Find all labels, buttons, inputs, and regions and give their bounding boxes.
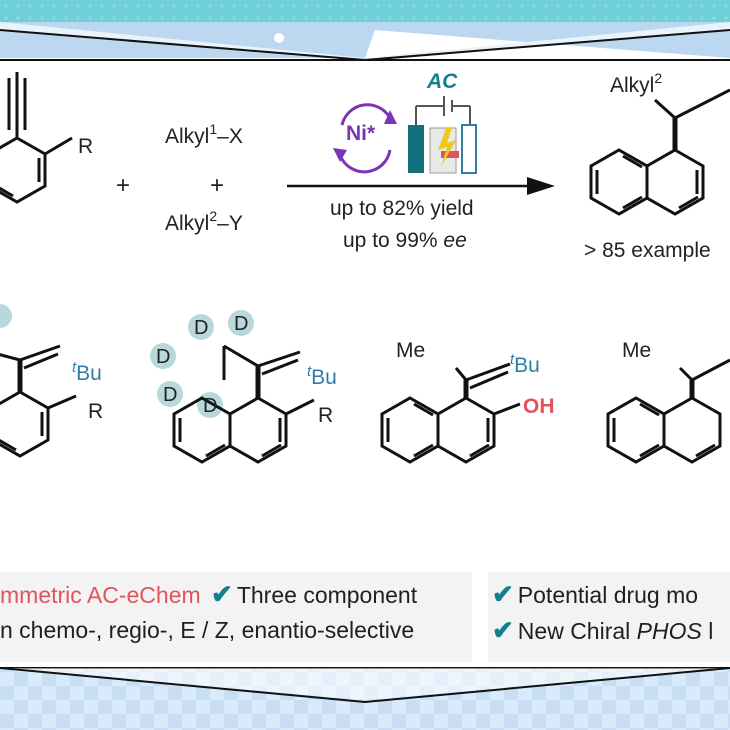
feature-drug-molecules: Potential drug mo bbox=[517, 582, 699, 608]
feature-row: n chemo-, regio-, E / Z, enantio-selecti… bbox=[0, 612, 472, 648]
tbu-label: tBu bbox=[510, 351, 540, 377]
hydroxyl-label: OH bbox=[523, 395, 555, 418]
nickel-cycle-icon bbox=[333, 103, 397, 174]
deuterium-label: D bbox=[234, 313, 248, 335]
top-frame bbox=[0, 0, 730, 61]
methyl-label: Me bbox=[396, 339, 425, 362]
plus-sign: + bbox=[116, 172, 130, 199]
tbu-label: tBu bbox=[307, 363, 337, 389]
methyl-label: Me bbox=[622, 339, 651, 362]
example-1-structure bbox=[0, 304, 77, 458]
check-icon: ✔ bbox=[211, 579, 233, 609]
phos-label: PHOS bbox=[636, 618, 702, 644]
ac-label: AC bbox=[426, 70, 458, 93]
feature-row: ✔Potential drug mo bbox=[488, 576, 730, 612]
product-naphthalene bbox=[589, 88, 730, 216]
yield-condition: up to 82% yield bbox=[330, 197, 474, 220]
deuterium-label: D bbox=[163, 384, 177, 406]
deuterium-label: D bbox=[156, 346, 170, 368]
electrochemical-cell-icon bbox=[408, 96, 477, 174]
deuterium-label: D bbox=[203, 395, 217, 417]
reagent-alkyl2y: Alkyl2–Y bbox=[165, 208, 243, 235]
reagent-alkyl1x: Alkyl1–X bbox=[165, 121, 243, 148]
features-panel-right: ✔Potential drug mo ✔New Chiral PHOS l bbox=[488, 572, 730, 662]
examples-count: > 85 example bbox=[584, 239, 711, 262]
example-2-structure bbox=[172, 344, 315, 464]
starting-alkyne bbox=[0, 72, 73, 204]
example-3-structure bbox=[380, 362, 521, 464]
example-4-structure bbox=[606, 358, 730, 464]
r-group-label: R bbox=[78, 135, 93, 158]
features-panel-left: mmetric AC-eChem ✔Three component n chem… bbox=[0, 572, 472, 662]
feature-row: ✔New Chiral PHOS l bbox=[488, 612, 730, 648]
reaction-arrow bbox=[287, 177, 555, 195]
r-group-label: R bbox=[88, 400, 103, 423]
example-2-deuterium-labels: D bbox=[194, 317, 208, 339]
check-icon: ✔ bbox=[492, 615, 514, 645]
catalyst-label: Ni* bbox=[346, 122, 376, 145]
feature-new-ligand: New Chiral PHOS l bbox=[518, 618, 714, 644]
feature-row: mmetric AC-eChem ✔Three component bbox=[0, 576, 472, 612]
feature-ac-echem: mmetric AC-eChem bbox=[0, 582, 201, 608]
ee-condition: up to 99% ee bbox=[343, 229, 467, 252]
product-alkyl2-label: Alkyl2 bbox=[610, 70, 662, 97]
feature-new-ligand-tail: l bbox=[701, 618, 714, 644]
tbu-label: tBu bbox=[72, 359, 102, 385]
plus-sign: + bbox=[210, 172, 224, 199]
check-icon: ✔ bbox=[492, 579, 514, 609]
feature-selectivity: n chemo-, regio-, E / Z, enantio-selecti… bbox=[0, 617, 415, 643]
bottom-frame bbox=[0, 667, 730, 730]
feature-new-ligand-text: New Chiral bbox=[517, 618, 637, 644]
feature-three-component: Three component bbox=[236, 582, 418, 608]
r-group-label: R bbox=[318, 404, 333, 427]
